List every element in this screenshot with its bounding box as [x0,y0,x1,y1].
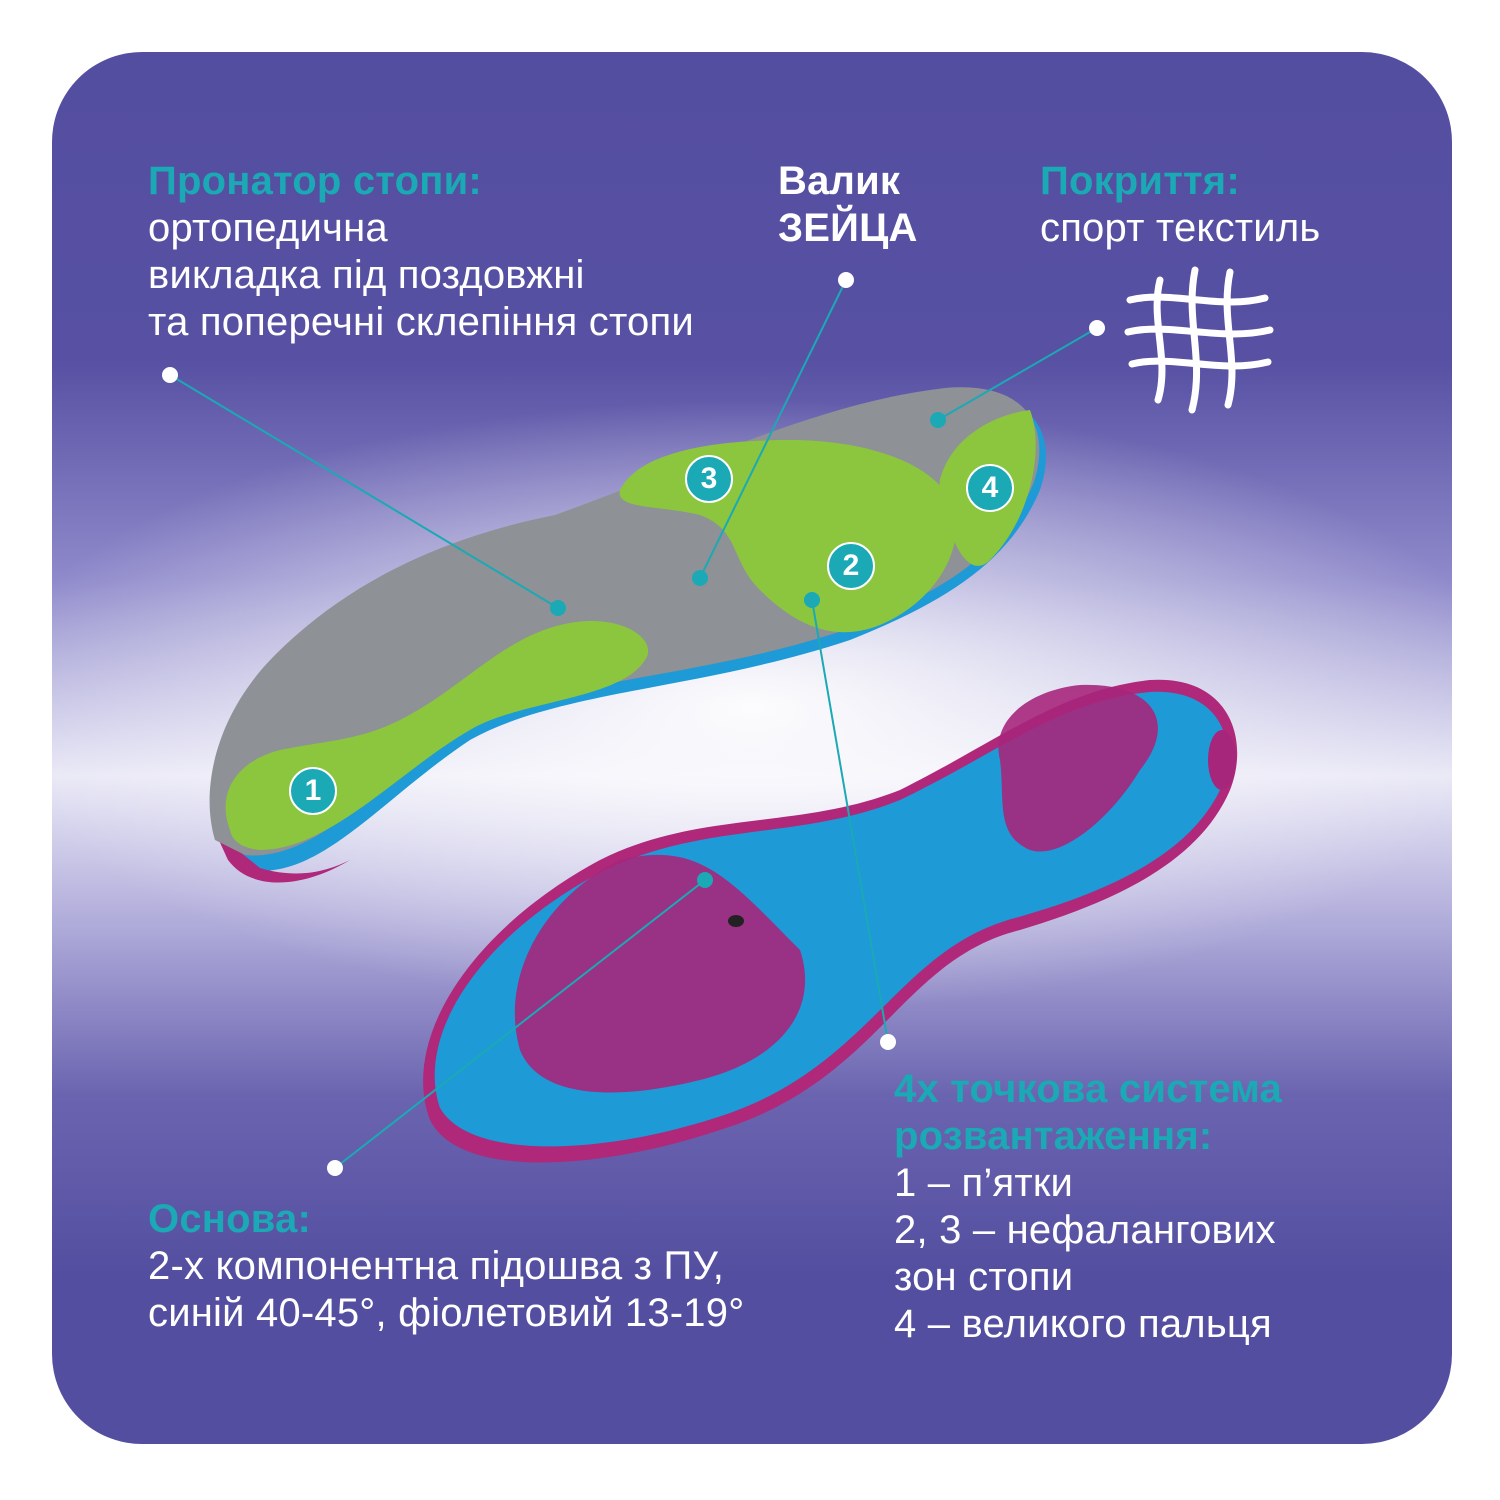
system-line: 1 – п’ятки [894,1161,1074,1205]
callout-lines [169,279,1098,1169]
system-title: 4х точкова система [894,1067,1282,1111]
pronator-line: та поперечні склепіння стопи [148,300,694,344]
marker-label: 1 [289,767,337,815]
coating-title: Покриття: [1040,159,1240,203]
base-line: 2-х компонентна підошва з ПУ, [148,1244,725,1288]
insole-bottom [423,679,1238,1163]
roller-line: Валик [778,159,901,203]
textile-mesh-icon [1124,266,1274,414]
marker-2: 2 [827,542,875,590]
roller-line: ЗЕЙЦА [778,206,918,250]
system-line: зон стопи [894,1255,1074,1299]
marker-3: 3 [685,455,733,503]
system-callout: 4х точкова система розвантаження: 1 – п’… [894,1066,1282,1348]
pronator-callout: Пронатор стопи: ортопедична викладка під… [148,158,694,346]
pronator-title: Пронатор стопи: [148,159,482,203]
roller-callout: Валик ЗЕЙЦА [778,158,918,252]
pronator-line: ортопедична [148,206,388,250]
coating-text: спорт текстиль [1040,206,1321,250]
marker-4: 4 [966,464,1014,512]
callout-dots [162,272,1105,1176]
marker-1: 1 [289,767,337,815]
target-dots [550,412,946,888]
coating-callout: Покриття: спорт текстиль [1040,158,1320,252]
system-line: 4 – великого пальця [894,1302,1272,1346]
base-title: Основа: [148,1197,311,1241]
marker-label: 4 [966,464,1014,512]
pronator-line: викладка під поздовжні [148,253,585,297]
base-callout: Основа: 2-х компонентна підошва з ПУ, си… [148,1196,744,1337]
system-title: розвантаження: [894,1114,1213,1158]
marker-label: 2 [827,542,875,590]
marker-label: 3 [685,455,733,503]
system-line: 2, 3 – нефалангових [894,1208,1276,1252]
base-line: синій 40-45°, фіолетовий 13-19° [148,1291,745,1335]
